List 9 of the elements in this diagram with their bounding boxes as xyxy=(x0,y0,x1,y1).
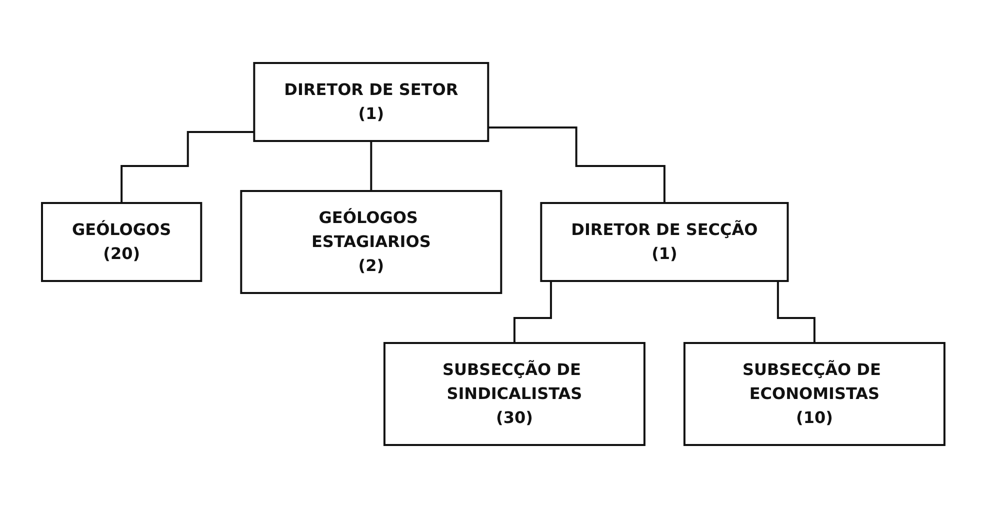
connector xyxy=(488,126,666,204)
node-box: SUBSECÇÃO DE ECONOMISTAS (10) xyxy=(683,342,946,446)
node-box: DIRETOR DE SETOR (1) xyxy=(252,62,489,142)
node-box: GEÓLOGOS (20) xyxy=(40,202,202,282)
node-box: SUBSECÇÃO DE SINDICALISTAS (30) xyxy=(383,342,646,446)
node-box: DIRETOR DE SECÇÃO (1) xyxy=(540,202,789,282)
connector xyxy=(370,140,372,192)
node-box: GEÓLOGOS ESTAGIARIOS (2) xyxy=(240,190,502,294)
connector xyxy=(120,131,254,204)
